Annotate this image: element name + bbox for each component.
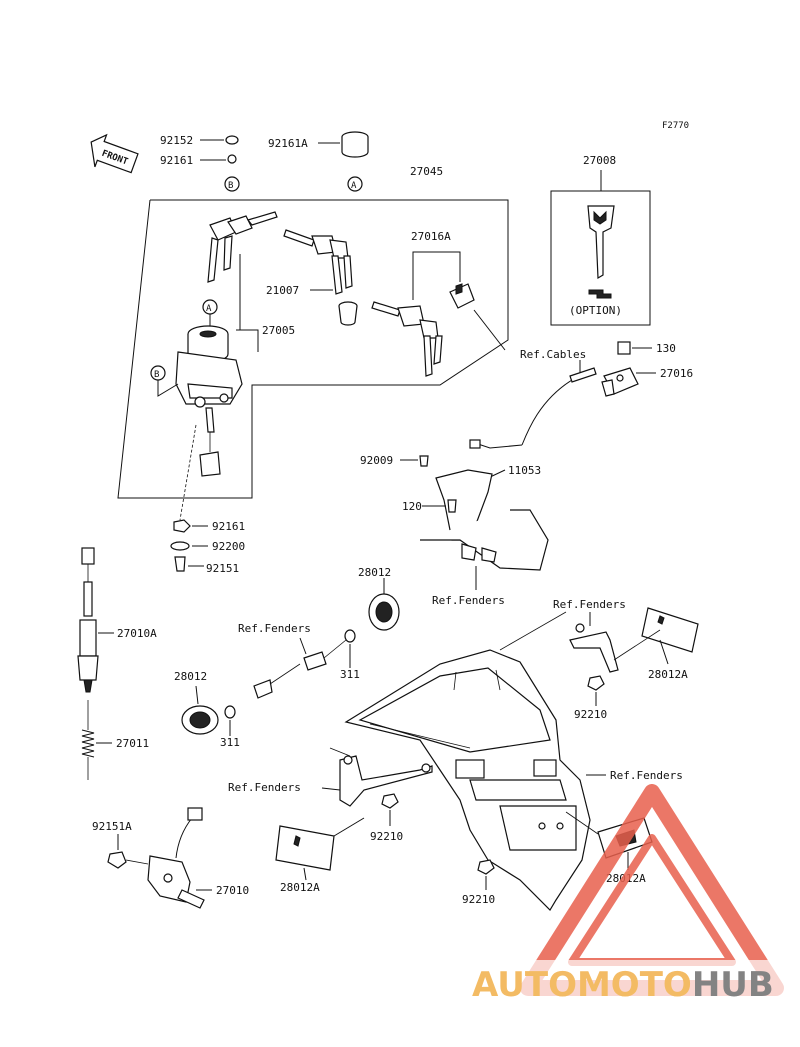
label-11053: 11053 — [508, 464, 541, 477]
label-ref-cables: Ref.Cables — [520, 348, 586, 361]
circle-b-text: B — [228, 181, 233, 191]
label-311-left: 311 — [220, 736, 240, 749]
watermark-text: AUTOMOTOHUB — [472, 965, 774, 1005]
key-blank-icon — [588, 289, 612, 299]
label-27016A: 27016A — [411, 230, 451, 243]
washer-92200 — [170, 541, 190, 551]
label-92210-right: 92210 — [574, 708, 607, 721]
key-set-left — [207, 211, 278, 283]
reflector-28012A-right — [641, 607, 699, 653]
nut-92161-low — [173, 519, 191, 533]
label-28012-top: 28012 — [358, 566, 391, 579]
label-ref-fenders-3: Ref.Fenders — [553, 598, 626, 611]
label-27011: 27011 — [116, 737, 149, 750]
front-arrow-icon: FRONT — [90, 133, 139, 174]
bracket-11053 — [420, 469, 549, 571]
screw-120 — [447, 499, 457, 513]
bolt-92151A — [107, 851, 127, 869]
label-92161-top: 92161 — [160, 154, 193, 167]
label-92151A: 92151A — [92, 820, 132, 833]
switch-27010A — [77, 547, 99, 693]
lock-cylinder-21007 — [338, 301, 358, 326]
stud-right — [303, 639, 347, 671]
stud-left — [253, 663, 301, 699]
kit-27045-outline — [117, 199, 509, 499]
label-92161A: 92161A — [268, 137, 308, 150]
label-92009: 92009 — [360, 454, 393, 467]
label-27010A: 27010A — [117, 627, 157, 640]
label-27010: 27010 — [216, 884, 249, 897]
watermark-logo: AUTOMOTOHUB — [470, 784, 794, 1005]
nut-92210-mid — [381, 793, 399, 809]
bolt-92151 — [174, 556, 186, 572]
label-92210-mid: 92210 — [370, 830, 403, 843]
spacer-311-right — [344, 629, 356, 643]
bracket-right — [569, 623, 619, 673]
circle-a-top — [347, 176, 363, 192]
lock-27016A — [449, 283, 475, 309]
spacer-311-left — [224, 705, 236, 719]
nut-92161-top — [227, 154, 237, 164]
label-92151: 92151 — [206, 562, 239, 575]
watermark-text-hub: HUB — [692, 965, 774, 1005]
ignition-switch-27005 — [175, 325, 243, 477]
key-set-right — [371, 301, 443, 377]
label-92161-low: 92161 — [212, 520, 245, 533]
rear-fender — [344, 649, 591, 911]
label-28012A-left: 28012A — [280, 881, 320, 894]
screw-92009 — [419, 455, 429, 467]
reflector-28012-left — [181, 705, 219, 735]
washer-92152 — [225, 135, 239, 145]
label-ref-fenders-5: Ref.Fenders — [610, 769, 683, 782]
label-311-right: 311 — [340, 668, 360, 681]
cable-assembly — [469, 367, 597, 449]
figure-code: F2770 — [662, 121, 689, 131]
label-130: 130 — [656, 342, 676, 355]
key-set-middle — [283, 229, 353, 295]
label-92152: 92152 — [160, 134, 193, 147]
switch-27010 — [147, 807, 205, 909]
nut-92210-bottom — [477, 859, 495, 875]
option-label: (OPTION) — [569, 304, 622, 317]
label-28012-left: 28012 — [174, 670, 207, 683]
label-21007: 21007 — [266, 284, 299, 297]
lock-27016 — [601, 367, 639, 397]
label-ref-fenders-2: Ref.Fenders — [238, 622, 311, 635]
circle-a-text: A — [351, 181, 357, 191]
blank-key-27008 — [587, 205, 615, 280]
reflector-28012A-left — [275, 825, 335, 871]
collar-92161A — [341, 131, 369, 158]
label-27005: 27005 — [262, 324, 295, 337]
label-27016: 27016 — [660, 367, 693, 380]
circle-a-mid-text: A — [206, 304, 212, 314]
label-27045: 27045 — [410, 165, 443, 178]
label-ref-fenders-4: Ref.Fenders — [228, 781, 301, 794]
circle-b-mid-text: B — [154, 370, 159, 380]
nut-92210-right — [587, 675, 605, 691]
label-92210-bottom: 92210 — [462, 893, 495, 906]
label-28012A-right: 28012A — [648, 668, 688, 681]
label-92200: 92200 — [212, 540, 245, 553]
watermark-text-automoto: AUTOMOTO — [472, 965, 692, 1005]
bracket-left — [339, 755, 433, 807]
label-ref-fenders-1: Ref.Fenders — [432, 594, 505, 607]
spring-27011 — [81, 700, 95, 780]
label-120: 120 — [402, 500, 422, 513]
label-27008: 27008 — [583, 154, 616, 167]
reflector-28012-top — [368, 593, 400, 631]
circle-b-top — [224, 176, 240, 192]
screw-130 — [617, 341, 631, 355]
